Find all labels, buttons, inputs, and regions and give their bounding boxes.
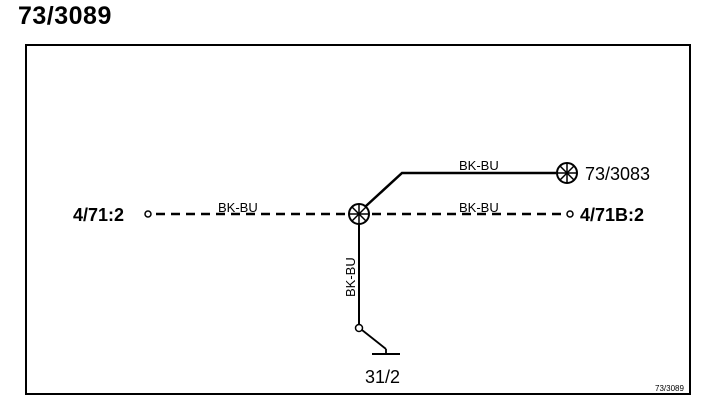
splice-remote-icon bbox=[556, 162, 578, 184]
splice-center-icon bbox=[348, 203, 370, 225]
footer-reference: 73/3089 bbox=[655, 384, 684, 393]
connector-label-splice-remote: 73/3083 bbox=[585, 164, 650, 184]
diagram-frame bbox=[25, 44, 691, 395]
connector-pin-right bbox=[566, 210, 574, 218]
page-title: 73/3089 bbox=[18, 2, 112, 30]
wire-right-dashed bbox=[372, 210, 574, 218]
wire-label-right: BK-BU bbox=[459, 200, 499, 215]
connector-pin-left bbox=[144, 210, 152, 218]
connector-label-right: 4/71B:2 bbox=[580, 205, 644, 225]
wire-label-ground: BK-BU bbox=[343, 257, 358, 297]
ground-switch-arm bbox=[361, 329, 387, 350]
connector-label-left: 4/71:2 bbox=[73, 205, 124, 225]
ground-switch-pivot bbox=[354, 323, 364, 333]
connector-label-ground: 31/2 bbox=[365, 367, 400, 387]
wire-label-left: BK-BU bbox=[218, 200, 258, 215]
wire-left-dashed bbox=[144, 210, 348, 218]
wire-upper-branch bbox=[365, 171, 556, 207]
wire-label-upper: BK-BU bbox=[459, 158, 499, 173]
